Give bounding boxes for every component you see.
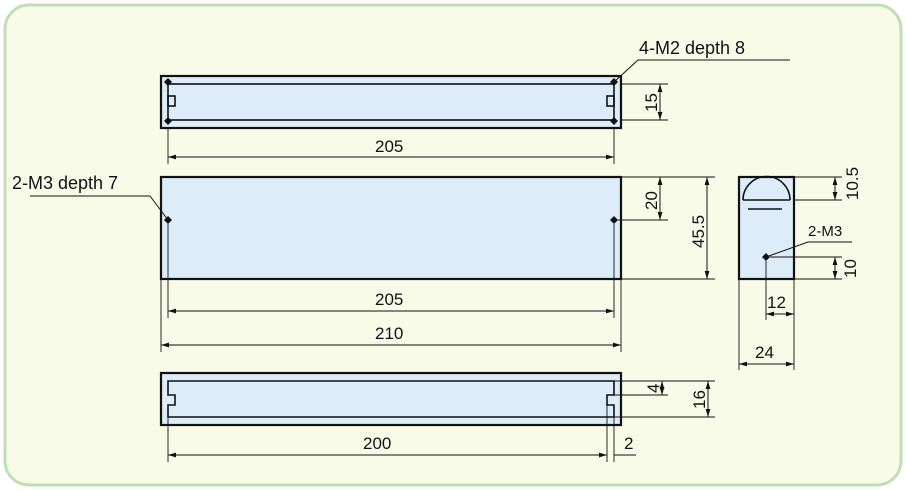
front-view-body [159, 175, 623, 281]
bottom-inner-length-label: 200 [363, 434, 391, 453]
bottom-step-label: 2 [624, 434, 633, 453]
side-hole-leader [765, 241, 852, 258]
m2-hole-bottom-left [164, 117, 172, 125]
side-view-body [737, 175, 796, 281]
front-length-label: 210 [375, 324, 403, 343]
top-length-label: 205 [375, 137, 403, 156]
side-hole-callout: 2-M3 [808, 223, 842, 240]
front-holes-leader [30, 195, 169, 221]
m2-hole-bottom-right [610, 117, 618, 125]
side-hole-offset-label: 12 [767, 293, 786, 312]
m2-hole-top-left [164, 78, 172, 86]
side-view: 2-M3 10.5 10 12 24 [737, 167, 862, 370]
top-holes-leader [613, 59, 790, 83]
top-height-label: 15 [642, 93, 661, 112]
bottom-groove-label: 4 [644, 384, 663, 393]
side-hole-height-label: 10 [841, 259, 860, 278]
bottom-height-label: 16 [690, 390, 709, 409]
front-hole-height-label: 20 [642, 191, 661, 210]
top-view: 4-M2 depth 8 205 15 [159, 38, 790, 164]
front-holes-callout: 2-M3 depth 7 [12, 173, 118, 193]
m3-hole-right [610, 216, 618, 224]
bottom-view: 200 2 4 16 [159, 371, 715, 462]
top-view-tab-right [606, 95, 615, 107]
front-view: 2-M3 depth 7 205 210 20 45.5 [12, 173, 715, 352]
side-top-label: 10.5 [843, 167, 862, 200]
side-view-arc [742, 175, 791, 201]
front-height-label: 45.5 [689, 215, 708, 248]
top-holes-callout: 4-M2 depth 8 [639, 38, 745, 58]
top-view-tab-left [167, 95, 176, 107]
side-width-label: 24 [755, 343, 774, 362]
front-hole-span-label: 205 [375, 290, 403, 309]
